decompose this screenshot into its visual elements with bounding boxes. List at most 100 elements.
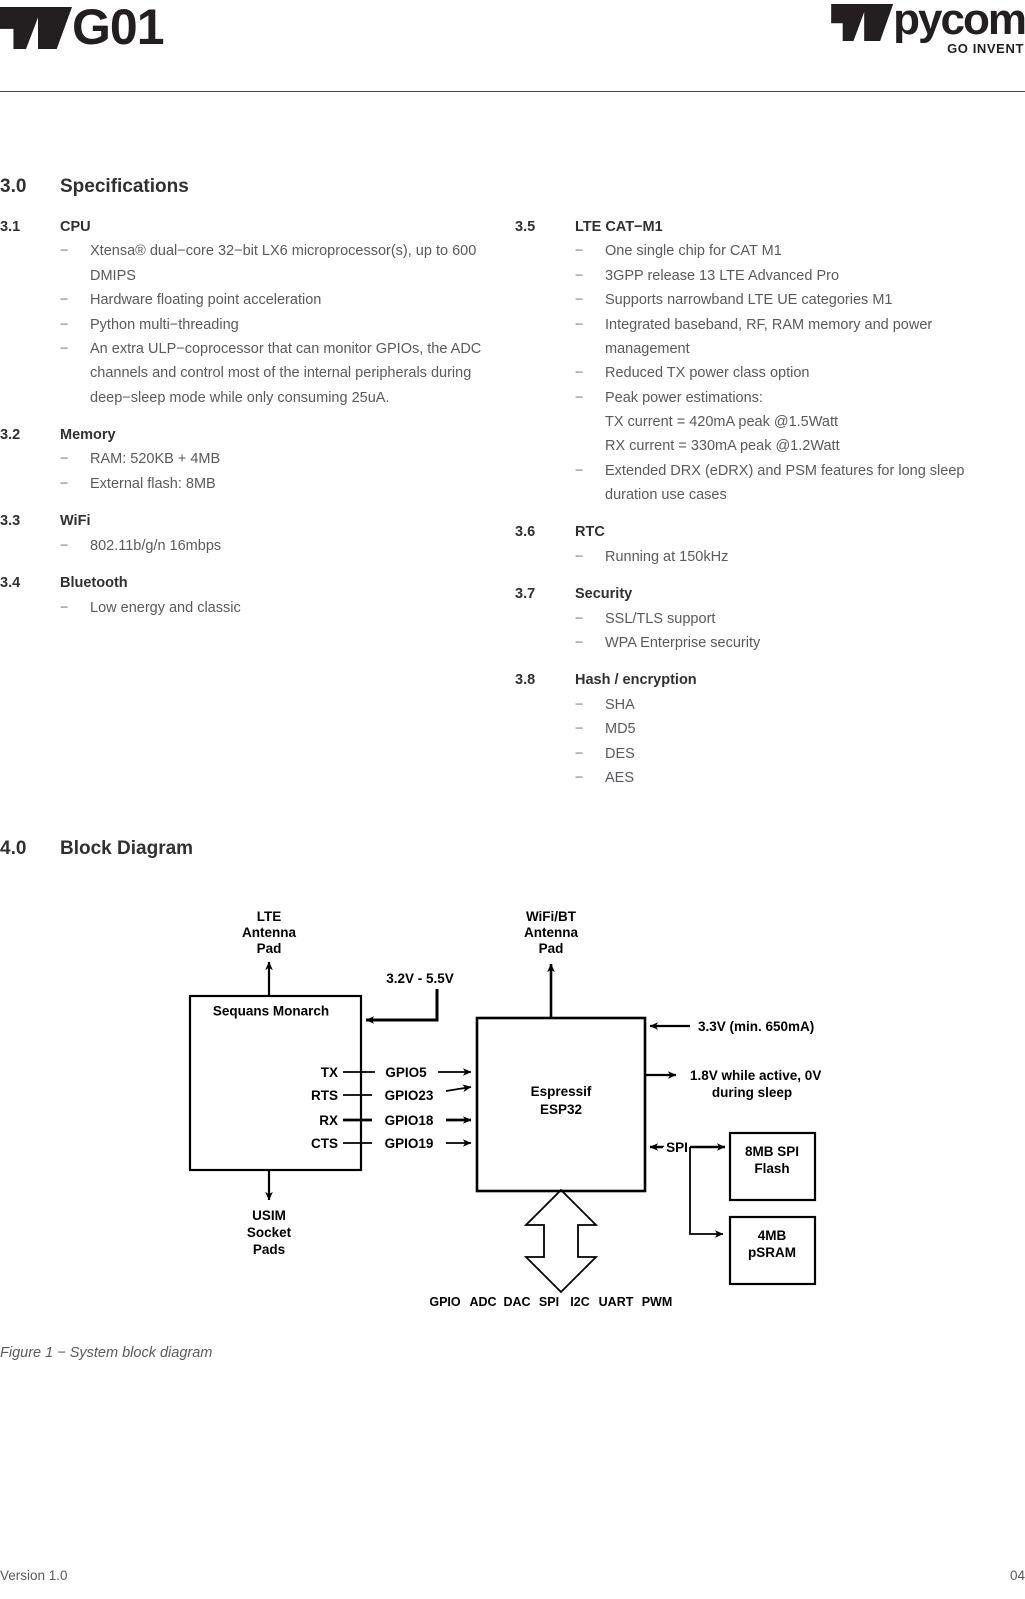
sequans-monarch-label: Sequans Monarch <box>213 1004 329 1019</box>
spec-item-text: Running at 150kHz <box>605 548 729 565</box>
bullet-dash-icon: − <box>575 389 584 406</box>
mcu-pin-gpio19: GPIO19 <box>385 1136 434 1151</box>
usim-line-1: USIM <box>252 1208 286 1223</box>
peripheral-spi: SPI <box>539 1295 559 1309</box>
spec-list: − Xtensa® dual−core 32−bit LX6 microproce… <box>60 239 490 410</box>
usim-line-3: Pads <box>253 1242 285 1257</box>
bullet-dash-icon: − <box>575 696 584 713</box>
spec-list-item: −Running at 150kHz <box>575 545 1005 569</box>
spec-title: LTE CAT−M1 <box>575 219 663 235</box>
bullet-dash-icon: − <box>60 292 69 309</box>
spec-list-item: −An extra ULP−coprocessor that can monit… <box>60 337 490 410</box>
spec-title: RTC <box>575 524 605 541</box>
brand-logo-text: pycom <box>893 0 1025 44</box>
spec-list: −RAM: 520KB + 4MB−External flash: 8MB <box>60 447 490 496</box>
spec-item-text: Python multi−threading <box>90 316 239 333</box>
spec-block-3-1: 3.1 CPU−Xtensa® dual−core 32−bit LX6 micr… <box>0 216 490 410</box>
spec-item-text: Peak power estimations: <box>605 389 763 406</box>
spec-item-text: An extra ULP−coprocessor that can monito… <box>90 340 482 406</box>
mcu-pin-gpio5: GPIO5 <box>385 1065 427 1080</box>
spec-item-text: Xtensa® dual−core 32−bit LX6 microproces… <box>90 243 477 284</box>
spec-item-text: MD5 <box>605 721 636 738</box>
peripheral-uart: UART <box>599 1295 634 1309</box>
mcu-supply-label: 3.3V (min. 650mA) <box>698 1019 814 1034</box>
spec-item-text: Reduced TX power class option <box>605 365 810 382</box>
spec-number: 3.4 <box>0 575 21 592</box>
peripheral-pwm: PWM <box>642 1295 673 1309</box>
spec-list: −Running at 150kHz <box>575 545 1005 569</box>
peripherals-double-arrow <box>523 1188 599 1294</box>
peripheral-dac: DAC <box>503 1295 530 1309</box>
section-heading-specifications: 3.0 Specifications <box>0 176 189 198</box>
usim-line-2: Socket <box>247 1225 292 1240</box>
wifi-antenna-line-3: Pad <box>539 941 564 956</box>
spec-list-item: − Hardware floating point acceleration <box>60 288 490 312</box>
spec-item-text: RX current = 330mA peak @1.2Watt <box>605 438 840 455</box>
bullet-dash-icon: − <box>60 316 69 333</box>
spec-list-item: −RAM: 520KB + 4MB <box>60 447 490 471</box>
spec-item-text: Extended DRX (eDRX) and PSM features for… <box>605 462 965 504</box>
spec-body: Hash / encryption−SHA−MD5−DES−AES <box>575 669 1005 790</box>
spec-list: −802.11b/g/n 16mbps <box>60 534 490 558</box>
spec-number: 3.6 <box>515 524 536 541</box>
bullet-dash-icon: − <box>575 770 584 787</box>
spec-title: Bluetooth <box>60 575 128 592</box>
spec-list: − One single chip for CAT M1 − 3GPP release… <box>575 239 1005 507</box>
spec-list: −SHA−MD5−DES−AES <box>575 693 1005 790</box>
spec-list-item: −Integrated baseband, RF, RAM memory and… <box>575 313 1005 362</box>
lte-antenna-pad-label: LTE Antenna Pad <box>242 909 296 956</box>
bullet-dash-icon: − <box>575 365 584 382</box>
page-header: G01 pycom GO INVENT <box>0 0 1025 92</box>
spec-list-item: −External flash: 8MB <box>60 472 490 496</box>
spec-list-item: − Reduced TX power class option <box>575 361 1005 385</box>
spec-list: −SSL/TLS support−WPA Enterprise security <box>575 607 1005 656</box>
wifi-antenna-line-2: Antenna <box>524 925 578 940</box>
spec-body: Memory−RAM: 520KB + 4MB−External flash: … <box>60 424 490 496</box>
spec-list-item: −SSL/TLS support <box>575 607 1005 631</box>
brand-logo: pycom GO INVENT <box>831 0 1025 56</box>
pycom-flag-icon <box>0 3 72 51</box>
spec-list-item: −802.11b/g/n 16mbps <box>60 534 490 558</box>
spec-list-item: − Python multi−threading <box>60 313 490 337</box>
spec-item-text: Hardware floating point acceleration <box>90 292 322 309</box>
brand-tagline: GO INVENT <box>947 41 1024 56</box>
product-logo: G01 <box>0 2 165 52</box>
spec-item-text: One single chip for CAT M1 <box>605 243 782 260</box>
pycom-flag-icon-brand <box>831 2 894 44</box>
spec-item-text: RAM: 520KB + 4MB <box>90 451 221 468</box>
spi-flash-block <box>728 1131 817 1202</box>
spec-item-text: AES <box>605 770 635 787</box>
modem-pin-rts: RTS <box>311 1088 338 1103</box>
spec-body: Bluetooth−Low energy and classic <box>60 572 490 620</box>
section-number: 3.0 <box>0 176 27 197</box>
spec-body: LTE CAT−M1 − One single chip for CAT M1 − 3G… <box>575 216 1005 507</box>
spec-title: Security <box>575 586 633 603</box>
spec-number: 3.5 <box>515 219 536 235</box>
spec-item-text: 802.11b/g/n 16mbps <box>90 537 222 554</box>
spec-list-item: − SHA <box>575 693 1005 717</box>
spec-item-text: SHA <box>605 696 635 713</box>
mcu-pin-gpio23: GPIO23 <box>385 1088 434 1103</box>
psram-label-line-2: pSRAM <box>748 1245 796 1260</box>
page-number: 04 <box>1009 1568 1025 1583</box>
spec-number: 3.1 <box>0 219 21 235</box>
header-divider <box>0 91 1025 92</box>
spec-list-item: −MD5 <box>575 717 1005 741</box>
spec-item-text: Integrated baseband, RF, RAM memory and … <box>605 316 933 357</box>
spec-item-text: 3GPP release 13 LTE Advanced Pro <box>605 267 840 284</box>
spec-body: Security −SSL/TLS support−WPA Enterprise … <box>575 583 1005 655</box>
page-footer: Version 1.0 04 <box>0 1568 1025 1583</box>
spec-item-text: SSL/TLS support <box>605 610 716 627</box>
spec-list-item: −WPA Enterprise security <box>575 631 1005 655</box>
peripheral-i2c: I2C <box>570 1295 589 1309</box>
spec-body: CPU−Xtensa® dual−core 32−bit LX6 micropr… <box>60 216 490 410</box>
lte-antenna-line-3: Pad <box>257 941 282 956</box>
spec-item-text: Low energy and classic <box>90 599 241 616</box>
flash-label-line-1: 8MB SPI <box>745 1144 799 1159</box>
modem-pin-tx: TX <box>321 1065 338 1080</box>
mcu-io-rail-line-2: during sleep <box>712 1085 792 1100</box>
psram-block <box>728 1215 817 1286</box>
